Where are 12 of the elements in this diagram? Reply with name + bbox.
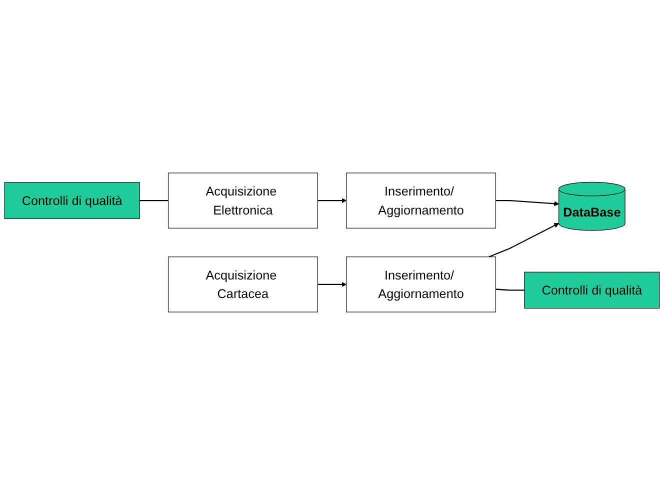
- arrow: [318, 282, 347, 287]
- connector: [140, 200, 168, 202]
- node-box: Inserimento/ Aggiornamento: [346, 256, 496, 312]
- node-box: Controlli di qualità: [4, 182, 140, 219]
- connector: [496, 288, 524, 291]
- node-box: Controlli di qualità: [524, 272, 660, 309]
- node-box: Acquisizione Elettronica: [168, 172, 318, 228]
- arrow: [318, 198, 347, 204]
- arrow: [488, 223, 560, 258]
- node-box: Acquisizione Cartacea: [168, 256, 318, 312]
- node-box: Inserimento/ Aggiornamento: [346, 172, 496, 228]
- arrow: [496, 200, 560, 206]
